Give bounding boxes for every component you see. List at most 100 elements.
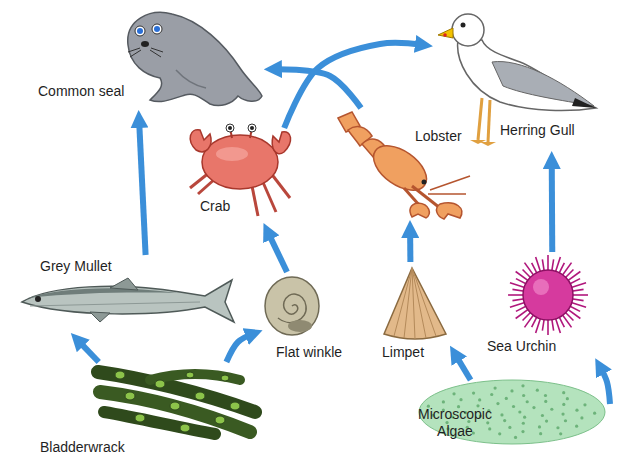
algae-picture <box>512 405 515 408</box>
organism-label: Flat winkle <box>276 344 342 361</box>
algae-picture <box>562 391 565 394</box>
organism-label: Crab <box>200 198 230 215</box>
lobster-picture <box>422 180 427 185</box>
gull-picture <box>572 98 596 108</box>
mullet-picture <box>110 278 138 290</box>
bladderwrack-picture <box>104 412 215 434</box>
algae-picture <box>544 394 547 397</box>
algae-picture <box>500 413 503 416</box>
algae-picture <box>498 432 501 435</box>
bladderwrack-picture <box>186 372 194 378</box>
food-arrow <box>455 354 470 380</box>
algae-picture <box>522 422 525 425</box>
algae-picture <box>505 397 508 400</box>
food-arrow <box>274 69 361 108</box>
winkle-picture <box>265 277 319 335</box>
algae-picture <box>550 408 553 411</box>
crab-picture <box>190 130 211 152</box>
lobster-picture <box>437 203 462 219</box>
bladderwrack-picture <box>150 374 240 380</box>
algae-picture <box>514 436 517 439</box>
label-group: Flat winkle <box>276 344 342 361</box>
algae-picture <box>459 398 462 401</box>
algae-picture <box>566 397 569 400</box>
algae-picture <box>488 427 491 430</box>
limpet-picture <box>404 268 412 338</box>
bladderwrack-picture <box>125 392 135 400</box>
label-group: Common seal <box>38 83 124 100</box>
urchin-picture <box>533 279 549 295</box>
organism-node: Common seal <box>36 5 264 110</box>
algae-picture <box>532 406 535 409</box>
bladderwrack-picture <box>195 392 205 400</box>
organism-node: Microscopic Algae <box>405 380 610 460</box>
algae-picture <box>575 425 578 428</box>
seal-picture <box>152 24 162 34</box>
food-arrow <box>284 43 423 128</box>
crab-picture <box>252 186 258 216</box>
gull-picture <box>438 14 596 146</box>
crab-picture <box>262 180 276 212</box>
seal-picture <box>128 12 262 105</box>
seal-picture <box>141 41 149 47</box>
crab-picture <box>216 147 248 161</box>
algae-picture <box>503 419 506 422</box>
algae-picture <box>562 403 565 406</box>
organism-label: Bladderwrack <box>40 439 125 456</box>
crab-picture <box>190 124 291 216</box>
seal-picture <box>130 50 141 57</box>
gull-picture <box>488 100 490 142</box>
organism-label: Sea Urchin <box>487 338 556 355</box>
algae-picture <box>580 416 583 419</box>
algae-picture <box>541 414 544 417</box>
algae-picture <box>510 389 513 392</box>
algae-picture <box>522 394 525 397</box>
limpet-picture <box>394 268 412 336</box>
gull-picture <box>458 40 596 110</box>
lobster-picture <box>430 176 470 190</box>
organism-label: Common seal <box>38 83 124 100</box>
organism-node: Lobster <box>333 108 473 220</box>
crab-picture <box>202 135 278 189</box>
food-arrow <box>600 367 610 404</box>
seal-picture <box>137 28 143 34</box>
mullet-picture <box>22 278 234 322</box>
seal-picture <box>176 70 206 88</box>
organism-label: Limpet <box>382 344 424 361</box>
bladderwrack-picture <box>115 371 240 432</box>
algae-picture <box>564 419 567 422</box>
algae-picture <box>523 416 526 419</box>
algae-picture <box>544 400 547 403</box>
algae-picture <box>452 392 455 395</box>
algae-picture <box>521 430 524 433</box>
algae-picture <box>538 425 541 428</box>
winkle-picture <box>288 320 312 332</box>
lobster-picture <box>428 193 466 195</box>
algae-picture <box>472 391 475 394</box>
algae-picture <box>493 386 496 389</box>
organism-node: Flat winkle <box>262 272 362 364</box>
bladderwrack-picture <box>221 375 229 381</box>
crab-picture <box>228 126 232 130</box>
bladderwrack-picture <box>135 414 145 422</box>
food-arrow <box>407 230 413 262</box>
food-arrow <box>268 232 287 272</box>
organism-node: Bladderwrack <box>36 362 260 460</box>
limpet-picture <box>384 268 446 339</box>
crab-picture <box>272 132 290 154</box>
algae-picture <box>521 384 524 387</box>
algae-picture <box>508 426 511 429</box>
mullet-picture <box>90 312 110 322</box>
algae-picture <box>559 432 562 435</box>
gull-picture <box>452 14 484 46</box>
lobster-picture <box>338 112 470 219</box>
algae-picture <box>478 398 481 401</box>
bladderwrack-picture <box>170 402 180 410</box>
organism-node: Limpet <box>378 262 450 364</box>
label-group: Crab <box>200 198 230 215</box>
label-group: Grey Mullet <box>40 258 112 275</box>
food-arrow <box>226 334 253 362</box>
